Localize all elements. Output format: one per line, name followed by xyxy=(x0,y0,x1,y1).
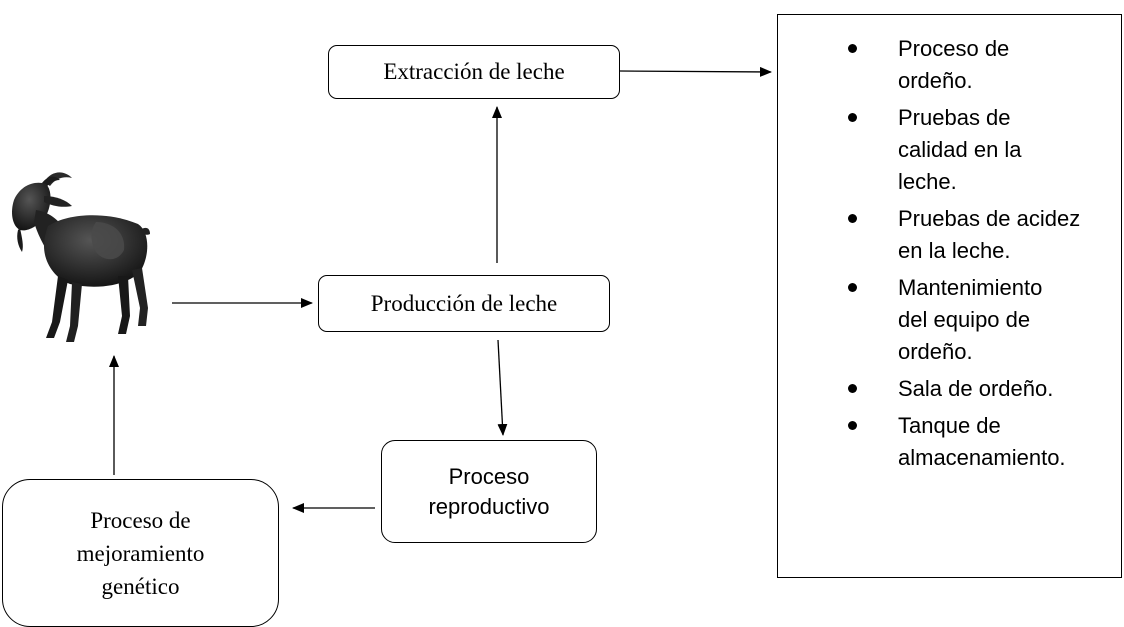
arrow-produccion-to-reproductivo xyxy=(497,339,508,436)
list-item: Sala de ordeño. xyxy=(778,373,1121,405)
goat-icon xyxy=(12,172,150,342)
node-extraccion-label: Extracción de leche xyxy=(383,59,565,84)
list-item: Proceso de ordeño. xyxy=(778,33,1121,97)
list-item-line: Pruebas de acidez xyxy=(898,206,1081,231)
milk-extraction-tasks-box: Proceso de ordeño. Pruebas de calidad en… xyxy=(777,14,1122,578)
list-item-line: almacenamiento. xyxy=(898,445,1066,470)
list-item-line: Sala de ordeño. xyxy=(898,376,1054,401)
node-mejoramiento-line-3: genético xyxy=(101,573,180,599)
list-item-line: ordeño. xyxy=(898,68,973,93)
node-extraccion-de-leche: Extracción de leche xyxy=(328,45,620,99)
list-item-line: Mantenimiento xyxy=(898,275,1043,300)
node-mejoramiento-genetico: Proceso de mejoramiento genético xyxy=(2,479,279,627)
list-item: Pruebas de acidez en la leche. xyxy=(778,203,1121,267)
list-item-line: Proceso de xyxy=(898,36,1010,61)
arrow-extraccion-to-list xyxy=(619,66,772,77)
list-item: Pruebas de calidad en la leche. xyxy=(778,102,1121,198)
list-item: Mantenimiento del equipo de ordeño. xyxy=(778,272,1121,368)
node-produccion-de-leche: Producción de leche xyxy=(318,275,610,332)
node-produccion-label: Producción de leche xyxy=(370,290,558,316)
list-item-line: del equipo de xyxy=(898,307,1031,332)
list-item-line: calidad en la xyxy=(898,137,1022,162)
list-item-line: Tanque de xyxy=(898,413,1001,438)
node-reproductivo-line-1: Proceso xyxy=(448,463,530,489)
list-item: Tanque de almacenamiento. xyxy=(778,410,1121,474)
list-item-line: Pruebas de xyxy=(898,105,1011,130)
tasks-list: Proceso de ordeño. Pruebas de calidad en… xyxy=(778,15,1121,474)
list-item-line: ordeño. xyxy=(898,339,973,364)
list-item-line: leche. xyxy=(898,169,957,194)
node-mejoramiento-line-1: Proceso de xyxy=(90,507,191,533)
list-item-line: en la leche. xyxy=(898,238,1011,263)
node-mejoramiento-line-2: mejoramiento xyxy=(76,540,205,566)
node-proceso-reproductivo: Proceso reproductivo xyxy=(381,440,597,543)
node-reproductivo-line-2: reproductivo xyxy=(428,493,550,519)
